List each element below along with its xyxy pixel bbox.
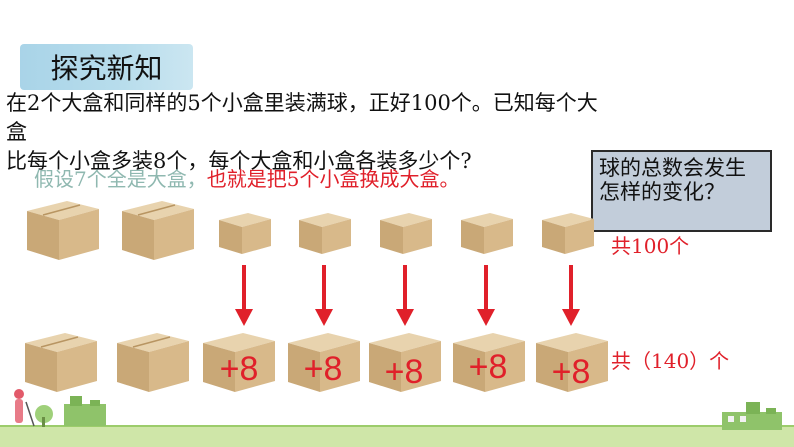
down-arrow-icon — [477, 265, 495, 326]
ground-line — [0, 425, 794, 428]
large-box-icon — [117, 333, 189, 392]
section-title: 探究新知 — [50, 52, 163, 85]
small-box-icon — [299, 213, 351, 254]
small-box-icon — [380, 213, 432, 254]
large-box-icon — [203, 333, 275, 392]
down-arrow-icon — [235, 265, 253, 326]
callout-text: 球的总数会发生怎样的变化？ — [599, 156, 746, 204]
down-arrow-icon — [315, 265, 333, 326]
small-box-icon — [219, 213, 271, 254]
large-box-icon — [288, 333, 360, 392]
increment-label: +8 — [551, 353, 591, 391]
bottom-total: 共（140）个 — [611, 349, 730, 373]
top-total: 共100个 — [611, 234, 690, 258]
small-box-icon — [542, 213, 594, 254]
large-box-icon — [27, 201, 99, 260]
problem-line-2: 比每个小盒多装8个，每个大盒和小盒各装多少个? — [6, 149, 472, 173]
down-arrow-icon — [562, 265, 580, 326]
increment-label: +8 — [219, 350, 259, 388]
question-callout: 球的总数会发生怎样的变化？ — [591, 150, 772, 232]
scenery-right-icon — [722, 402, 782, 430]
section-title-badge: 探究新知 — [20, 44, 193, 90]
large-box-icon — [536, 333, 608, 392]
increment-label: +8 — [468, 348, 508, 386]
large-box-icon — [453, 333, 525, 392]
increment-label: +8 — [384, 353, 424, 391]
assumption-gray: 假设7个全是大盒， — [34, 167, 207, 191]
problem-statement: 在2个大盒和同样的5个小盒里装满球，正好100个。已知每个大盒 比每个小盒多装8… — [6, 89, 606, 176]
large-box-icon — [25, 333, 97, 392]
assumption-red: 也就是把5个小盒换成大盒。 — [206, 167, 460, 191]
ground-strip — [0, 427, 794, 447]
scenery-left-icon — [14, 389, 106, 427]
down-arrow-icon — [396, 265, 414, 326]
problem-line-1: 在2个大盒和同样的5个小盒里装满球，正好100个。已知每个大盒 — [6, 91, 598, 144]
increment-label: +8 — [303, 350, 343, 388]
large-box-icon — [122, 201, 194, 260]
assumption-text: 假设7个全是大盒，也就是把5个小盒换成大盒。 — [34, 163, 459, 192]
large-box-icon — [369, 333, 441, 392]
small-box-icon — [461, 213, 513, 254]
